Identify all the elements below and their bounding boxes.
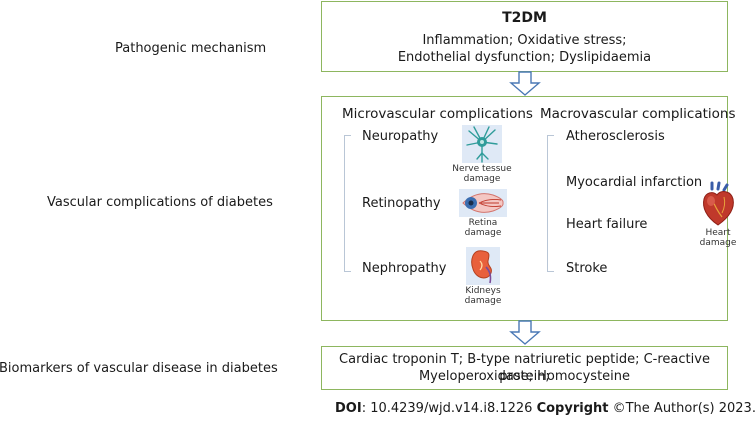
- item-neuropathy: Neuropathy: [362, 129, 439, 144]
- microvascular-heading: Microvascular complications: [342, 106, 533, 122]
- doi-value: : 10.4239/wjd.v14.i8.1226: [361, 401, 537, 416]
- caption-kidney-line-1: Kidneys: [465, 286, 501, 296]
- label-biomarkers: Biomarkers of vascular disease in diabet…: [0, 361, 278, 376]
- down-arrow-icon-2: [509, 320, 541, 345]
- biomarker-line-1: Cardiac troponin T; B-type natriuretic p…: [339, 352, 710, 384]
- macrovascular-bracket: [547, 135, 554, 272]
- biomarker-line-2: Myeloperoxidase; Homocysteine: [418, 369, 631, 384]
- item-atherosclerosis: Atherosclerosis: [566, 129, 665, 144]
- caption-kidney-line-2: damage: [464, 296, 502, 306]
- caption-nerve-line-2: damage: [463, 174, 501, 184]
- copyright-label: Copyright: [536, 401, 609, 416]
- mechanism-box: T2DM Inflammation; Oxidative stress; End…: [321, 1, 728, 72]
- t2dm-title: T2DM: [502, 10, 547, 26]
- caption-retina-line-1: Retina: [468, 218, 498, 228]
- item-stroke: Stroke: [566, 261, 608, 276]
- label-vascular-complications: Vascular complications of diabetes: [47, 195, 273, 210]
- microvascular-bracket: [344, 135, 351, 272]
- mechanism-line-2: Endothelial dysfunction; Dyslipidaemia: [397, 50, 652, 65]
- caption-retina-line-2: damage: [464, 228, 502, 238]
- down-arrow-icon: [509, 71, 541, 96]
- caption-heart-line-2: damage: [699, 238, 737, 248]
- eye-icon: [459, 189, 507, 217]
- mechanism-line-1: Inflammation; Oxidative stress;: [422, 33, 627, 48]
- item-nephropathy: Nephropathy: [362, 261, 447, 276]
- kidney-icon: [466, 247, 500, 285]
- item-heart-failure: Heart failure: [566, 217, 648, 232]
- nerve-cell-icon: [462, 125, 502, 163]
- macrovascular-heading: Macrovascular complications: [540, 106, 736, 122]
- biomarker-box: Cardiac troponin T; B-type natriuretic p…: [321, 346, 728, 390]
- label-pathogenic-mechanism: Pathogenic mechanism: [115, 41, 267, 56]
- heart-icon: [700, 181, 736, 227]
- item-retinopathy: Retinopathy: [362, 196, 441, 211]
- doi-footer: DOI: 10.4239/wjd.v14.i8.1226 Copyright ©…: [335, 401, 756, 416]
- caption-heart-line-1: Heart: [705, 228, 731, 238]
- item-myocardial-infarction: Myocardial infarction: [566, 175, 703, 190]
- caption-nerve-line-1: Nerve tessue: [452, 164, 512, 174]
- doi-label: DOI: [335, 401, 362, 416]
- copyright-value: ©The Author(s) 2023.: [608, 401, 756, 416]
- complications-box: Microvascular complications Macrovascula…: [321, 96, 736, 321]
